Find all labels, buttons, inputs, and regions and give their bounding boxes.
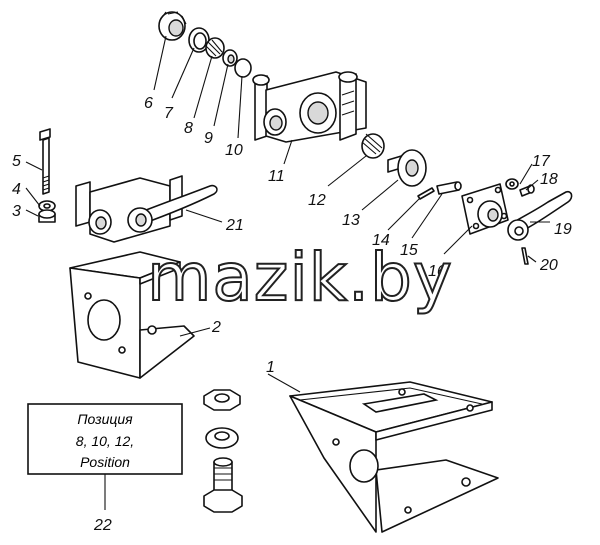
part-washer-4 bbox=[38, 200, 56, 212]
part-nut-6 bbox=[158, 11, 187, 41]
callout-14: 14 bbox=[372, 232, 390, 249]
callout-7: 7 bbox=[164, 105, 174, 122]
callout-5: 5 bbox=[12, 153, 21, 170]
part-valve-assembly-21 bbox=[75, 175, 218, 243]
part-bolt-5 bbox=[39, 128, 51, 195]
part-center-bolt bbox=[203, 457, 243, 513]
callout-numbers: 1 2 3 4 5 6 7 8 9 10 11 12 13 14 15 16 1… bbox=[12, 95, 572, 534]
part-handle-19 bbox=[507, 190, 573, 241]
callout-19: 19 bbox=[554, 221, 572, 238]
note-line-1: Позиция bbox=[77, 411, 133, 427]
part-diaphragm-13 bbox=[387, 149, 427, 187]
part-washer-17 bbox=[505, 178, 519, 190]
note-line-2: 8, 10, 12, bbox=[76, 433, 134, 449]
callout-22: 22 bbox=[93, 517, 112, 534]
callout-11: 11 bbox=[268, 168, 285, 185]
part-cover-16 bbox=[461, 183, 509, 235]
callout-10: 10 bbox=[225, 142, 243, 159]
part-spring-8 bbox=[205, 37, 225, 59]
callout-3: 3 bbox=[12, 203, 21, 220]
part-rod-15 bbox=[436, 181, 462, 195]
leader-lines bbox=[25, 35, 550, 393]
callout-8: 8 bbox=[184, 120, 193, 137]
part-disc-10 bbox=[234, 58, 252, 78]
callout-13: 13 bbox=[342, 212, 360, 229]
part-pin-20 bbox=[521, 247, 529, 265]
note-box-22: Позиция 8, 10, 12, Position bbox=[27, 403, 183, 510]
note-line-3: Position bbox=[80, 454, 130, 470]
callout-21: 21 bbox=[225, 217, 244, 234]
part-screw-18 bbox=[519, 184, 535, 197]
watermark-text: mazik.by bbox=[147, 239, 453, 316]
callout-9: 9 bbox=[204, 130, 213, 147]
part-nut-3 bbox=[38, 209, 56, 223]
callout-20: 20 bbox=[539, 257, 558, 274]
part-pin-14 bbox=[417, 187, 435, 200]
part-bracket-2 bbox=[69, 251, 195, 379]
part-center-nut bbox=[203, 389, 241, 411]
part-valve-body-11 bbox=[252, 71, 367, 143]
callout-4: 4 bbox=[12, 181, 21, 198]
callout-6: 6 bbox=[144, 95, 153, 112]
callout-12: 12 bbox=[308, 192, 326, 209]
part-bracket-1 bbox=[289, 381, 499, 533]
part-spring-12 bbox=[361, 133, 385, 159]
part-center-washer bbox=[205, 427, 239, 449]
callout-15: 15 bbox=[400, 242, 418, 259]
callout-2: 2 bbox=[211, 319, 221, 336]
callout-17: 17 bbox=[532, 153, 551, 170]
callout-18: 18 bbox=[540, 171, 558, 188]
callout-1: 1 bbox=[266, 359, 275, 376]
callout-16: 16 bbox=[428, 263, 446, 280]
part-valve-9 bbox=[222, 49, 238, 67]
